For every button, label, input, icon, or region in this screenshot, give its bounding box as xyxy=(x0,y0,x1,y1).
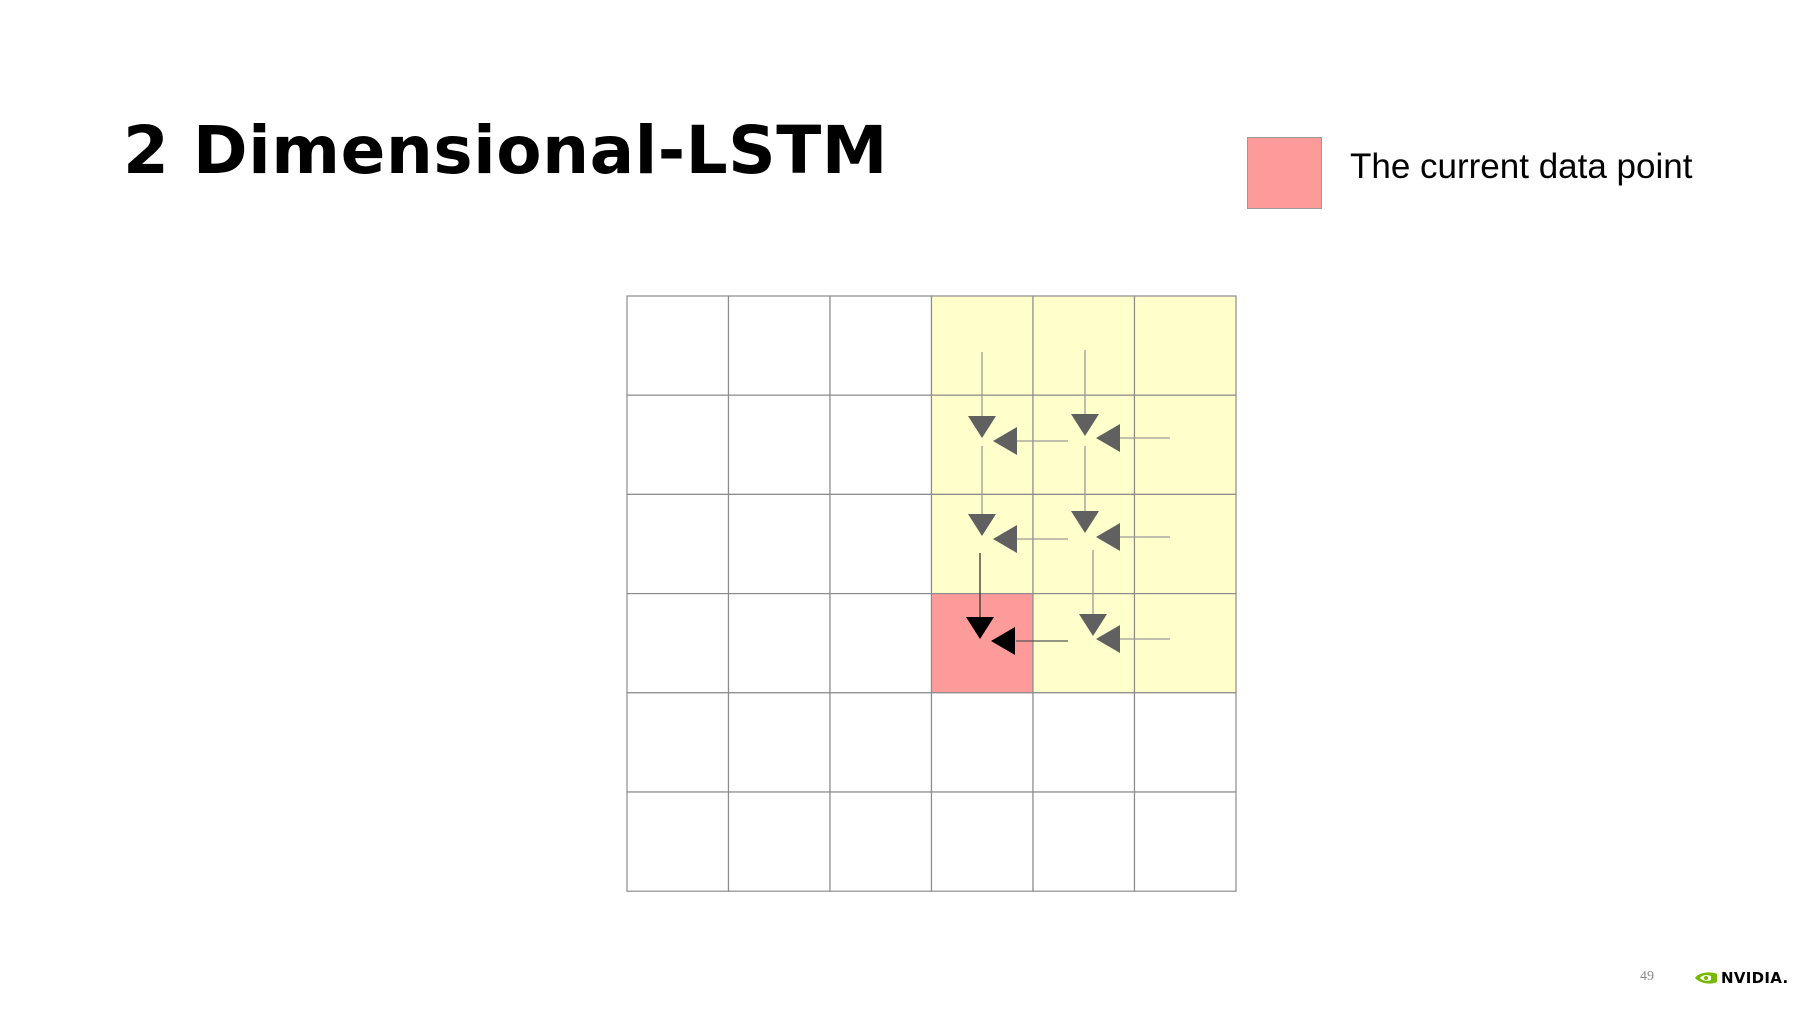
grid-cell xyxy=(930,791,1034,892)
grid-cell xyxy=(727,394,831,496)
grid-cell xyxy=(829,592,933,694)
arrow-left-icon xyxy=(993,525,1017,553)
nvidia-wordmark: NVIDIA. xyxy=(1721,968,1789,987)
grid-cell xyxy=(626,692,730,793)
grid-cell xyxy=(829,493,933,595)
grid-cell xyxy=(626,493,730,595)
legend-label: The current data point xyxy=(1350,147,1693,186)
grid-cell xyxy=(930,692,1034,793)
grid-cell xyxy=(626,791,730,892)
grid-cell xyxy=(626,295,730,396)
arrow-down-icon xyxy=(968,514,996,536)
grid-cell xyxy=(829,692,933,793)
grid-cell xyxy=(829,295,933,396)
arrow-down-icon xyxy=(1079,614,1107,636)
grid-cell xyxy=(1133,791,1237,892)
grid-cell-context xyxy=(1032,295,1136,396)
grid-cell xyxy=(727,493,831,595)
arrow-left-icon xyxy=(1096,625,1120,653)
grid-cell xyxy=(1032,791,1136,892)
arrow-down-icon xyxy=(1071,414,1099,436)
grid-cell xyxy=(1133,692,1237,793)
grid-cell xyxy=(727,692,831,793)
grid-cell xyxy=(727,592,831,694)
arrow-down-icon xyxy=(966,617,994,639)
grid-cell xyxy=(829,791,933,892)
grid-cell xyxy=(626,394,730,496)
grid-cell-context xyxy=(1133,394,1237,496)
slide-title: 2 Dimensional-LSTM xyxy=(123,112,888,189)
grid-cell xyxy=(829,394,933,496)
arrow-left-icon xyxy=(1096,523,1120,551)
grid-cell-current xyxy=(930,592,1034,694)
grid-cell xyxy=(727,295,831,396)
nvidia-eye-icon xyxy=(1695,972,1717,984)
nvidia-logo: NVIDIA. xyxy=(1694,967,1788,989)
grid-cell xyxy=(626,592,730,694)
grid-cell xyxy=(727,791,831,892)
arrow-down-icon xyxy=(968,416,996,438)
grid-cell-context xyxy=(1133,295,1237,396)
grid-cell-context xyxy=(1133,493,1237,595)
arrow-left-icon xyxy=(1096,424,1120,452)
grid-cell-context xyxy=(1133,592,1237,694)
grid-cell xyxy=(1032,692,1136,793)
legend-swatch xyxy=(1247,137,1322,209)
arrow-down-icon xyxy=(1071,511,1099,533)
arrow-left-icon xyxy=(993,427,1017,455)
arrow-left-icon xyxy=(991,627,1015,655)
page-number: 49 xyxy=(1640,969,1654,984)
